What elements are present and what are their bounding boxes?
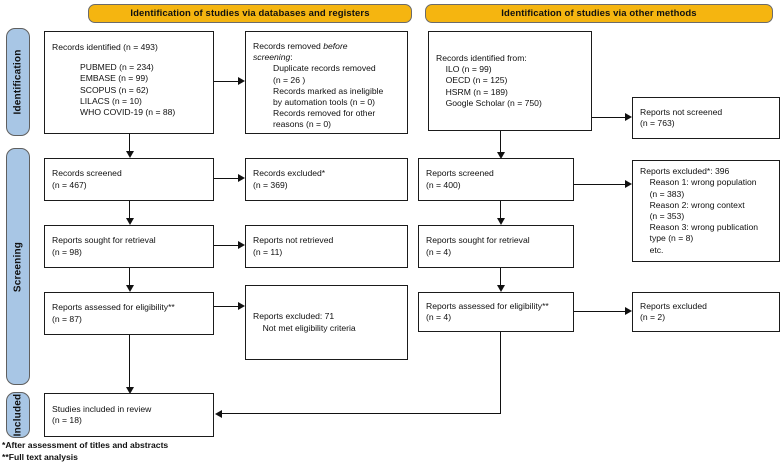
connector-sought-to-assessed xyxy=(129,268,131,286)
header-databases-and-registers: Identification of studies via databases … xyxy=(88,4,412,23)
arrowhead-other-identified-to-screened xyxy=(496,152,505,159)
arrowhead-sought-to-not-retrieved xyxy=(238,241,245,249)
box-reports-not-screened: Reports not screened (n = 763) xyxy=(632,97,780,139)
phase-label-included: Included xyxy=(12,393,24,437)
records-removed-title-em1: before xyxy=(323,41,348,51)
box-reports-not-retrieved: Reports not retrieved (n = 11) xyxy=(245,225,408,268)
records-identified-sources: PUBMED (n = 234) EMBASE (n = 99) SCOPUS … xyxy=(80,62,176,118)
arrowhead-screened-to-sought xyxy=(125,218,134,225)
footnote-one: *After assessment of titles and abstract… xyxy=(2,440,169,450)
connector-other-identified-to-not-screened xyxy=(592,117,625,119)
connector-other-sought-to-assessed xyxy=(500,268,502,286)
arrowhead-assessed-to-excluded71 xyxy=(238,302,245,310)
arrowhead-sought-to-assessed xyxy=(125,285,134,292)
footnote-two: **Full text analysis xyxy=(2,452,78,462)
box-reports-excluded-396: Reports excluded*: 396 Reason 1: wrong p… xyxy=(632,160,780,262)
connector-other-assessed-down xyxy=(500,332,502,414)
arrowhead-other-screened-to-excluded396 xyxy=(625,180,632,188)
box-reports-sought-for-retrieval: Reports sought for retrieval (n = 98) xyxy=(44,225,214,268)
records-removed-title-em2: screening xyxy=(253,52,291,63)
box-reports-excluded-other: Reports excluded (n = 2) xyxy=(632,292,780,332)
connector-other-assessed-left-to-included xyxy=(222,413,501,415)
arrowhead-other-screened-to-sought xyxy=(496,218,505,225)
arrowhead-other-assessed-to-included xyxy=(215,409,222,418)
connector-other-assessed-to-excluded xyxy=(574,311,625,313)
box-reports-screened-other: Reports screened (n = 400) xyxy=(418,158,574,201)
phase-label-identification: Identification xyxy=(12,49,24,115)
phase-bar-included: Included xyxy=(6,392,30,438)
arrowhead-identified-to-screened xyxy=(125,151,134,158)
box-studies-included-in-review: Studies included in review (n = 18) xyxy=(44,393,214,437)
records-removed-title: Records removed before screening: xyxy=(253,41,400,63)
arrowhead-other-identified-to-not-screened xyxy=(625,113,632,121)
connector-assessed-to-excluded71 xyxy=(214,306,238,308)
header-other-methods: Identification of studies via other meth… xyxy=(425,4,773,23)
box-reports-excluded-71: Reports excluded: 71 Not met eligibility… xyxy=(245,285,408,360)
arrowhead-screened-to-excluded xyxy=(238,174,245,182)
records-identified-title: Records identified (n = 493) xyxy=(52,42,158,52)
box-records-excluded: Records excluded* (n = 369) xyxy=(245,158,408,201)
connector-other-screened-to-sought xyxy=(500,201,502,219)
connector-screened-to-sought xyxy=(129,201,131,219)
phase-bar-identification: Identification xyxy=(6,28,30,136)
box-records-removed-before-screening: Records removed before screening: Duplica… xyxy=(245,31,408,134)
box-reports-assessed-for-eligibility: Reports assessed for eligibility** (n = … xyxy=(44,292,214,335)
connector-other-screened-to-excluded396 xyxy=(574,184,625,186)
box-records-screened: Records screened (n = 467) xyxy=(44,158,214,201)
arrowhead-assessed-to-included xyxy=(125,387,134,394)
connector-other-identified-to-screened xyxy=(500,131,502,153)
box-records-identified: Records identified (n = 493) PUBMED (n =… xyxy=(44,31,214,134)
records-removed-details: Duplicate records removed (n = 26 ) Reco… xyxy=(273,63,384,130)
connector-identified-to-screened xyxy=(129,134,131,152)
connector-screened-to-excluded xyxy=(214,178,238,180)
box-reports-sought-for-retrieval-other: Reports sought for retrieval (n = 4) xyxy=(418,225,574,268)
box-records-identified-other-methods: Records identified from: ILO (n = 99) OE… xyxy=(428,31,592,131)
phase-label-screening: Screening xyxy=(12,241,24,292)
box-reports-assessed-for-eligibility-other: Reports assessed for eligibility** (n = … xyxy=(418,292,574,332)
arrowhead-other-assessed-to-excluded xyxy=(625,307,632,315)
arrowhead-other-sought-to-assessed xyxy=(496,285,505,292)
connector-sought-to-not-retrieved xyxy=(214,245,238,247)
records-removed-title-lead: Records removed xyxy=(253,41,324,51)
arrowhead-identified-to-removed xyxy=(238,77,245,85)
phase-bar-screening: Screening xyxy=(6,148,30,385)
records-removed-title-colon: : xyxy=(290,52,293,63)
connector-assessed-to-included xyxy=(129,335,131,388)
connector-identified-to-removed xyxy=(214,81,238,83)
